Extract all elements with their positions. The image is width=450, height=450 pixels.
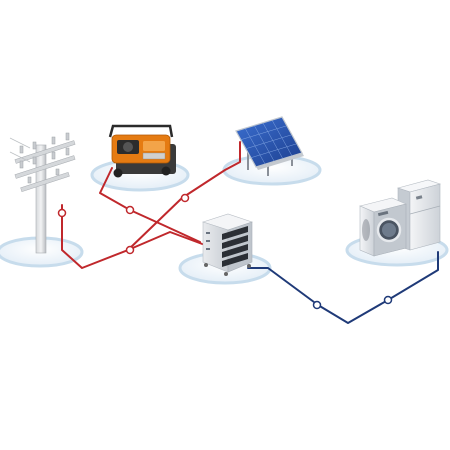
solar-panel-icon [235,116,304,176]
connector-red [57,208,67,218]
washer-and-refrigerator-icon [359,179,442,257]
line-cabinet-to-appliances [247,251,439,324]
portable-generator-icon [108,124,176,178]
line-solar-to-cabinet [127,141,241,251]
connector-blue [383,295,393,305]
battery-cabinet-icon [202,213,253,276]
connection-lines [57,141,439,324]
connector-red [125,245,135,255]
connector-red [125,205,135,215]
connector-red [180,193,190,203]
utility-pole-icon [9,132,76,254]
line-utility-to-cabinet [61,204,206,269]
connector-blue [312,300,322,310]
